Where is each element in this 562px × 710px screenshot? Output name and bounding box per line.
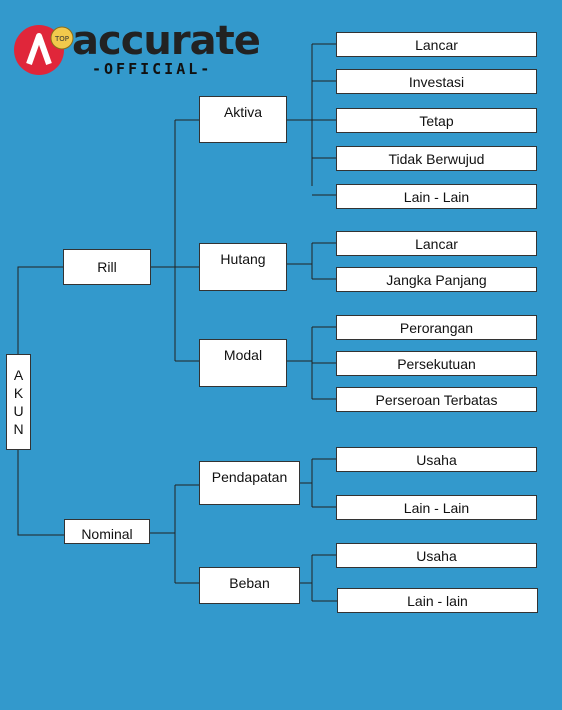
leaf-modal-perorangan: Perorangan (336, 315, 537, 340)
node-beban: Beban (199, 567, 300, 604)
leaf-hutang-lancar: Lancar (336, 231, 537, 256)
leaf-modal-persekutuan: Persekutuan (336, 351, 537, 376)
leaf-beban-usaha: Usaha (336, 543, 537, 568)
akun-letter: A (13, 367, 24, 383)
leaf-aktiva-investasi: Investasi (336, 69, 537, 94)
node-pendapatan: Pendapatan (199, 461, 300, 505)
node-rill: Rill (63, 249, 151, 285)
leaf-aktiva-tetap: Tetap (336, 108, 537, 133)
top-brand-badge-icon: TOP (50, 26, 74, 50)
brand-name: accurate (72, 18, 261, 64)
akun-letter: K (13, 385, 24, 401)
node-modal: Modal (199, 339, 287, 387)
leaf-pendapatan-lain-lain: Lain - Lain (336, 495, 537, 520)
node-akun: A K U N (6, 354, 31, 450)
leaf-aktiva-lain-lain: Lain - Lain (336, 184, 537, 209)
akun-letter: U (13, 403, 24, 419)
leaf-aktiva-lancar: Lancar (336, 32, 537, 57)
brand-tagline: -OFFICIAL- (92, 60, 213, 78)
badge-text: TOP (54, 35, 69, 43)
leaf-aktiva-tidak-berwujud: Tidak Berwujud (336, 146, 537, 171)
leaf-beban-lain-lain: Lain - lain (337, 588, 538, 613)
leaf-pendapatan-usaha: Usaha (336, 447, 537, 472)
akun-letter: N (13, 421, 24, 437)
node-hutang: Hutang (199, 243, 287, 291)
akun-vertical-label: A K U N (13, 366, 23, 438)
node-aktiva: Aktiva (199, 96, 287, 143)
leaf-modal-perseroan-terbatas: Perseroan Terbatas (336, 387, 537, 412)
node-nominal: Nominal (64, 519, 150, 544)
accurate-logo: TOP accurate -OFFICIAL- (12, 18, 264, 82)
leaf-hutang-jangka-panjang: Jangka Panjang (336, 267, 537, 292)
